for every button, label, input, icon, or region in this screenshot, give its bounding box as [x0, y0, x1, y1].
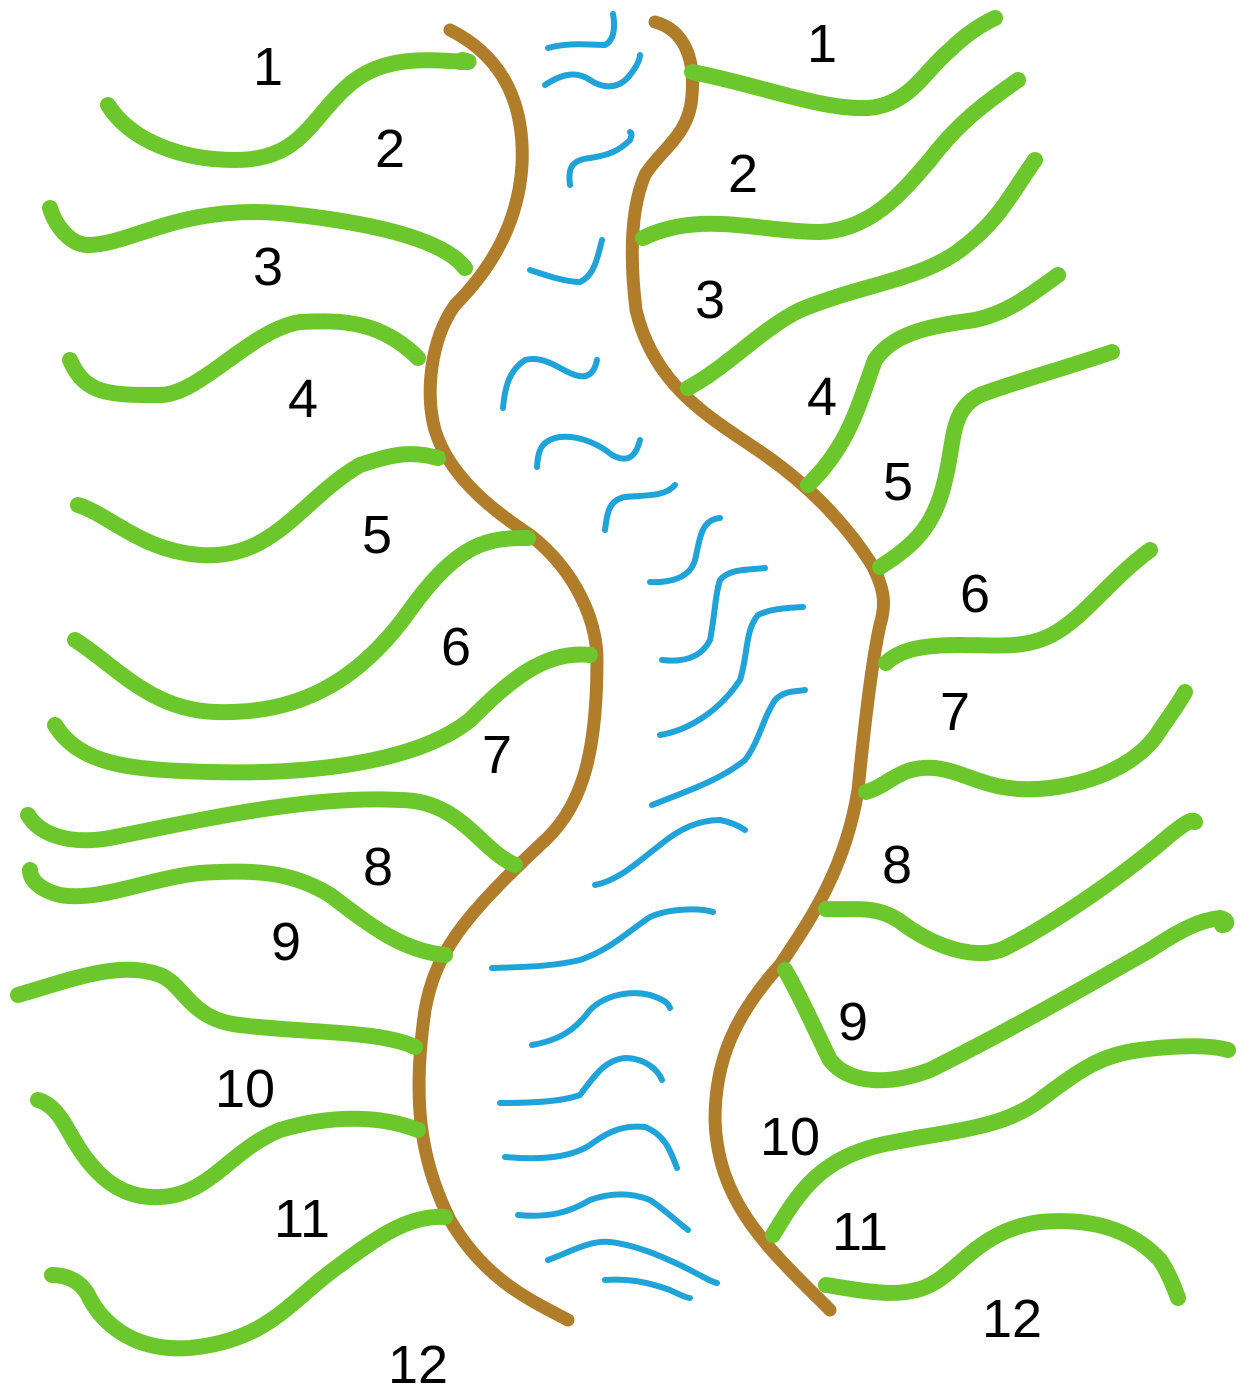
water-ripple: [530, 240, 602, 282]
water-ripple: [548, 1242, 717, 1283]
left-label-5: 5: [362, 505, 392, 565]
right-label-8: 8: [882, 835, 912, 895]
right-river-bank: [632, 22, 883, 1310]
water-ripple: [537, 437, 640, 467]
water-ripple: [545, 55, 640, 86]
water-ripple: [569, 132, 631, 185]
right-label-7: 7: [940, 682, 970, 742]
right-tributary: [866, 692, 1185, 792]
right-label-5: 5: [883, 452, 913, 512]
right-label-6: 6: [960, 564, 990, 624]
water-ripple: [652, 690, 805, 805]
water-ripple: [518, 1194, 688, 1230]
right-label-10: 10: [760, 1107, 820, 1167]
right-label-2: 2: [728, 144, 758, 204]
right-tributary: [692, 18, 995, 108]
left-label-7: 7: [482, 725, 512, 785]
left-label-4: 4: [288, 369, 318, 429]
right-tributary: [880, 352, 1112, 567]
water-ripple: [500, 1058, 662, 1103]
left-tributary: [28, 799, 515, 865]
left-tributary: [52, 1217, 445, 1348]
left-tributary: [18, 970, 415, 1047]
left-label-10: 10: [215, 1059, 275, 1119]
right-tributary: [886, 550, 1150, 663]
left-tributary: [460, 60, 469, 62]
left-label-6: 6: [441, 617, 471, 677]
right-label-4: 4: [807, 367, 837, 427]
water-ripple: [595, 820, 745, 885]
water-ripple: [492, 909, 713, 968]
left-label-2: 2: [375, 119, 405, 179]
right-label-1: 1: [807, 14, 837, 74]
water-ripple: [660, 607, 803, 735]
left-label-3: 3: [253, 237, 283, 297]
right-label-11: 11: [832, 1202, 888, 1262]
water-ripple: [505, 1127, 677, 1168]
water-ripple: [650, 518, 720, 582]
water-ripple: [503, 359, 597, 408]
left-label-1: 1: [253, 37, 283, 97]
right-label-9: 9: [838, 992, 868, 1052]
water-ripple: [548, 14, 614, 48]
right-label-12: 12: [982, 1289, 1042, 1349]
left-label-9: 9: [271, 912, 301, 972]
water-ripple: [605, 485, 675, 530]
water-ripple: [532, 993, 670, 1045]
left-label-8: 8: [363, 837, 393, 897]
left-tributary: [70, 321, 418, 395]
left-label-11: 11: [274, 1189, 330, 1249]
right-label-3: 3: [695, 270, 725, 330]
left-label-12: 12: [388, 1335, 448, 1395]
water-ripple: [605, 1280, 690, 1298]
left-tributary: [108, 60, 468, 160]
